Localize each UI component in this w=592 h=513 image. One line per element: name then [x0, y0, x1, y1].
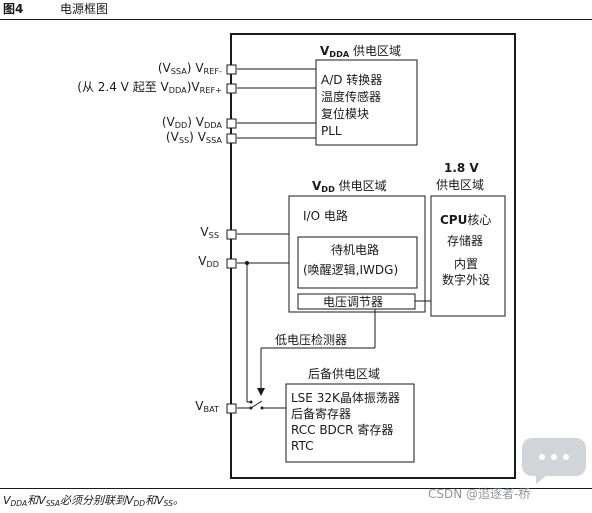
backup-item-registers: 后备寄存器 — [291, 407, 352, 421]
backup-item-rcc: RCC BDCR 寄存器 — [291, 423, 394, 437]
regulator-label: 电压调节器 — [323, 295, 384, 309]
vdda-item-temp: 温度传感器 — [321, 90, 382, 104]
standby-detail: (唤醒逻辑,IWDG) — [303, 263, 399, 277]
vdd-domain-box — [288, 195, 426, 313]
core-domain-box — [430, 195, 506, 317]
footnote: VDDA和VSSA必须分别联到VDD和VSS。 — [3, 494, 184, 508]
backup-item-rtc: RTC — [291, 439, 314, 453]
backup-domain-title: 后备供电区域 — [308, 367, 381, 381]
header-rule — [0, 19, 592, 20]
detector-label: 低电压检测器 — [275, 333, 348, 347]
pin-vss — [226, 229, 237, 240]
label-vref-plus: (从 2.4 V 起至 VDDA)VREF+ — [77, 80, 222, 96]
detector-arrowhead — [257, 388, 265, 396]
label-vss: VSS — [200, 225, 219, 241]
vdda-item-adc: A/D 转换器 — [321, 73, 383, 87]
vdda-item-pll: PLL — [321, 124, 342, 138]
core-domain-title-label: 供电区域 — [436, 178, 485, 192]
backup-item-lse: LSE 32K晶体振荡器 — [291, 391, 400, 405]
label-vbat: VBAT — [195, 399, 219, 415]
vdd-io-circuit: I/O 电路 — [303, 209, 348, 223]
standby-title: 待机电路 — [331, 243, 380, 257]
vdda-domain-title: VDDA 供电区域 — [320, 44, 401, 60]
standby-box — [297, 236, 418, 289]
core-item-builtin: 内置 — [454, 257, 479, 271]
chip-outline — [230, 33, 516, 479]
watermark-text: CSDN @追逐者-桥 — [428, 487, 531, 501]
label-vssa: (VSS) VSSA — [165, 130, 222, 146]
pin-vdd — [226, 258, 237, 269]
pin-vssa — [226, 133, 237, 144]
footnote-rule — [0, 488, 592, 489]
label-vdda: (VDD) VDDA — [161, 115, 222, 131]
core-item-memory: 存储器 — [447, 234, 484, 248]
core-item-peripherals: 数字外设 — [442, 273, 491, 287]
pin-vbat — [226, 403, 237, 414]
figure-title: 电源框图 — [60, 2, 109, 16]
pin-vref-minus — [226, 64, 237, 75]
label-vref-minus: (VSSA) VREF- — [157, 61, 222, 77]
backup-domain-box — [285, 383, 415, 463]
vdda-item-reset: 复位模块 — [321, 107, 370, 121]
pin-vdda — [226, 118, 237, 129]
vdda-domain-box — [315, 59, 418, 146]
vdd-domain-title: VDD 供电区域 — [312, 179, 387, 195]
pin-vref-plus — [226, 83, 237, 94]
figure-number: 图4 — [3, 2, 24, 16]
core-domain-title-voltage: 1.8 V — [444, 161, 479, 175]
label-vdd: VDD — [198, 254, 219, 270]
core-item-cpu: CPU核心 — [440, 213, 492, 227]
